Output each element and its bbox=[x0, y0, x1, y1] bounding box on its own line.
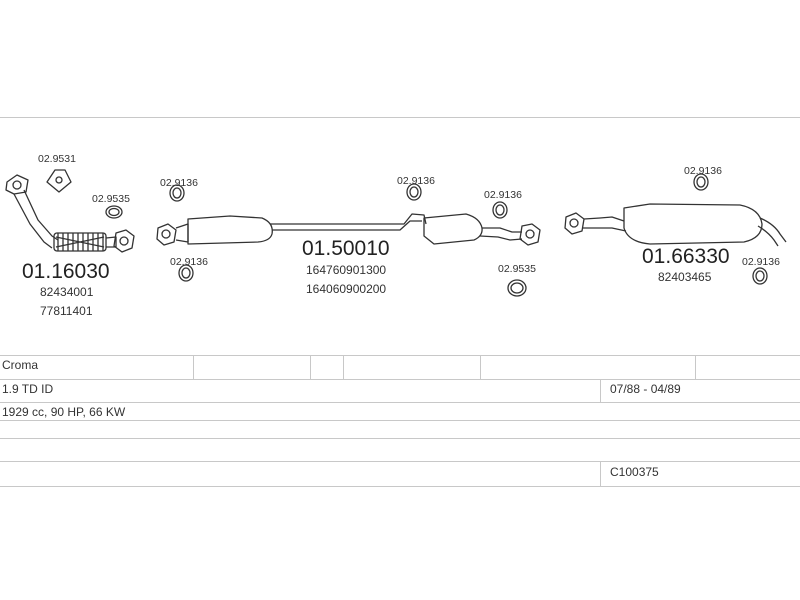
exhaust-diagram: 01.16030 82434001 77811401 01.50010 1647… bbox=[5, 153, 787, 318]
table-col-divider bbox=[600, 379, 601, 402]
fitting-label: 02.9535 bbox=[498, 263, 536, 275]
part-number-rear-silencer: 01.66330 bbox=[642, 245, 730, 268]
fitting-label: 02.9136 bbox=[170, 256, 208, 268]
fitting-label: 02.9136 bbox=[397, 175, 435, 187]
fitting-label: 02.9136 bbox=[484, 189, 522, 201]
fitting-label: 02.9136 bbox=[742, 256, 780, 268]
fittings bbox=[46, 169, 768, 297]
table-row-divider bbox=[0, 379, 800, 380]
table-col-divider bbox=[193, 355, 194, 379]
vehicle-engine: 1.9 TD ID bbox=[2, 382, 54, 396]
rear-silencer bbox=[564, 203, 787, 247]
oe-number: 77811401 bbox=[40, 304, 93, 318]
table-row-divider bbox=[0, 486, 800, 487]
table-col-divider bbox=[480, 355, 481, 379]
oe-number: 82434001 bbox=[40, 285, 94, 299]
table-row-divider bbox=[0, 461, 800, 462]
middle-pipe bbox=[156, 213, 541, 246]
fitting-label: 02.9136 bbox=[160, 177, 198, 189]
fitting-label: 02.9535 bbox=[92, 193, 130, 205]
part-number-front-pipe: 01.16030 bbox=[22, 260, 110, 283]
table-row-divider bbox=[0, 402, 800, 403]
table-col-divider bbox=[343, 355, 344, 379]
table-row-divider bbox=[0, 420, 800, 421]
fitting-label: 02.9136 bbox=[684, 165, 722, 177]
table-col-divider bbox=[310, 355, 311, 379]
vehicle-specs: 1929 cc, 90 HP, 66 KW bbox=[2, 405, 126, 419]
table-col-divider bbox=[600, 461, 601, 486]
table-row-divider bbox=[0, 355, 800, 356]
system-code: C100375 bbox=[610, 465, 659, 479]
top-divider bbox=[0, 117, 800, 118]
vehicle-years: 07/88 - 04/89 bbox=[610, 382, 681, 396]
oe-number: 82403465 bbox=[658, 270, 712, 284]
table-row-divider bbox=[0, 438, 800, 439]
table-col-divider bbox=[695, 355, 696, 379]
part-number-middle-pipe: 01.50010 bbox=[302, 237, 390, 260]
vehicle-model: Croma bbox=[2, 358, 39, 372]
fitting-label: 02.9531 bbox=[38, 153, 76, 165]
oe-number: 164060900200 bbox=[306, 282, 386, 296]
front-pipe bbox=[5, 174, 135, 253]
oe-number: 164760901300 bbox=[306, 263, 386, 277]
